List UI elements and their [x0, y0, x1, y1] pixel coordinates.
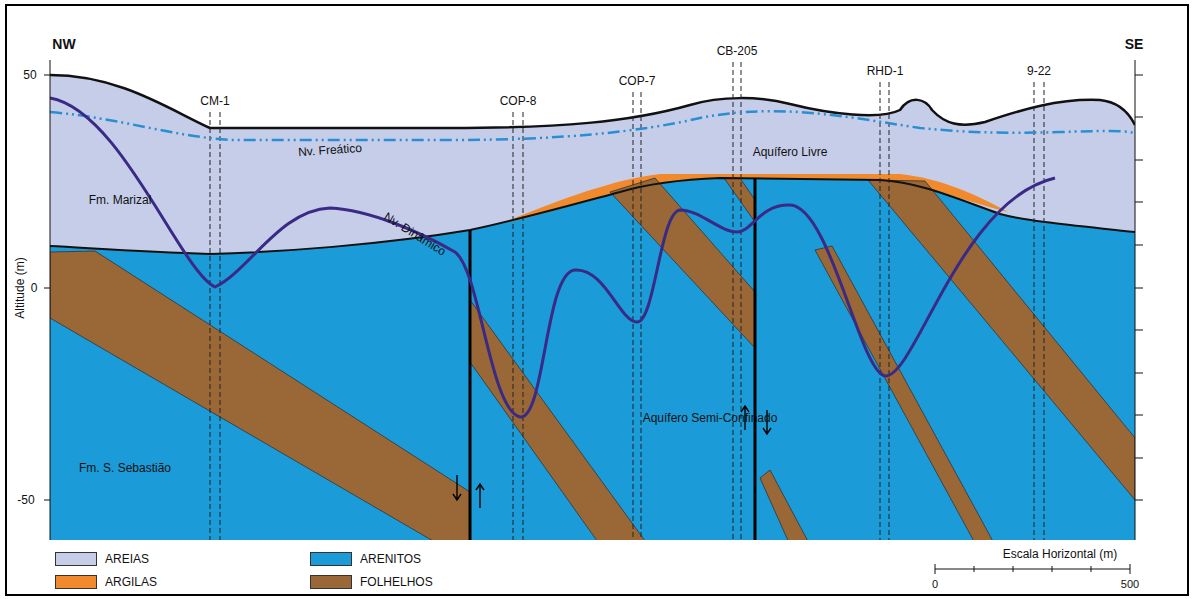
well-name: COP-8 [500, 95, 537, 107]
legend-swatch [55, 575, 97, 589]
legend-text: ARENITOS [360, 552, 421, 566]
formation-name: Fm. S. Sebastião [79, 462, 171, 474]
direction-label: NW [52, 37, 75, 51]
legend-row: ARENITOS [310, 552, 421, 566]
legend-text: AREIAS [105, 552, 149, 566]
aquifer-name: Aquífero Semi-Confinado [643, 412, 778, 424]
legend-row: AREIAS [55, 552, 149, 566]
well-name: RHD-1 [867, 65, 904, 77]
direction-label: SE [1125, 37, 1144, 51]
legend-row: ARGILAS [55, 575, 157, 589]
legend-row: FOLHELHOS [310, 575, 433, 589]
well-name: CB-205 [717, 45, 758, 57]
scale-value: 500 [1121, 579, 1139, 590]
well-name: CM-1 [200, 95, 229, 107]
legend-swatch [310, 552, 352, 566]
axis-tick-label: 0 [31, 282, 38, 294]
legend-swatch [55, 552, 97, 566]
legend-text: ARGILAS [105, 575, 157, 589]
aquifer-name: Aquífero Livre [753, 146, 828, 158]
well-name: COP-7 [619, 75, 656, 87]
well-name: 9-22 [1027, 65, 1051, 77]
legend-swatch [310, 575, 352, 589]
axis-title: Altitude (m) [14, 257, 26, 318]
scale-title: Escala Horizontal (m) [1003, 548, 1118, 560]
axis-tick-label: -50 [17, 494, 34, 506]
legend-text: FOLHELHOS [360, 575, 433, 589]
formation-name: Fm. Marizal [89, 194, 152, 206]
scale-value: 0 [932, 579, 938, 590]
axis-tick-label: 50 [23, 69, 36, 81]
